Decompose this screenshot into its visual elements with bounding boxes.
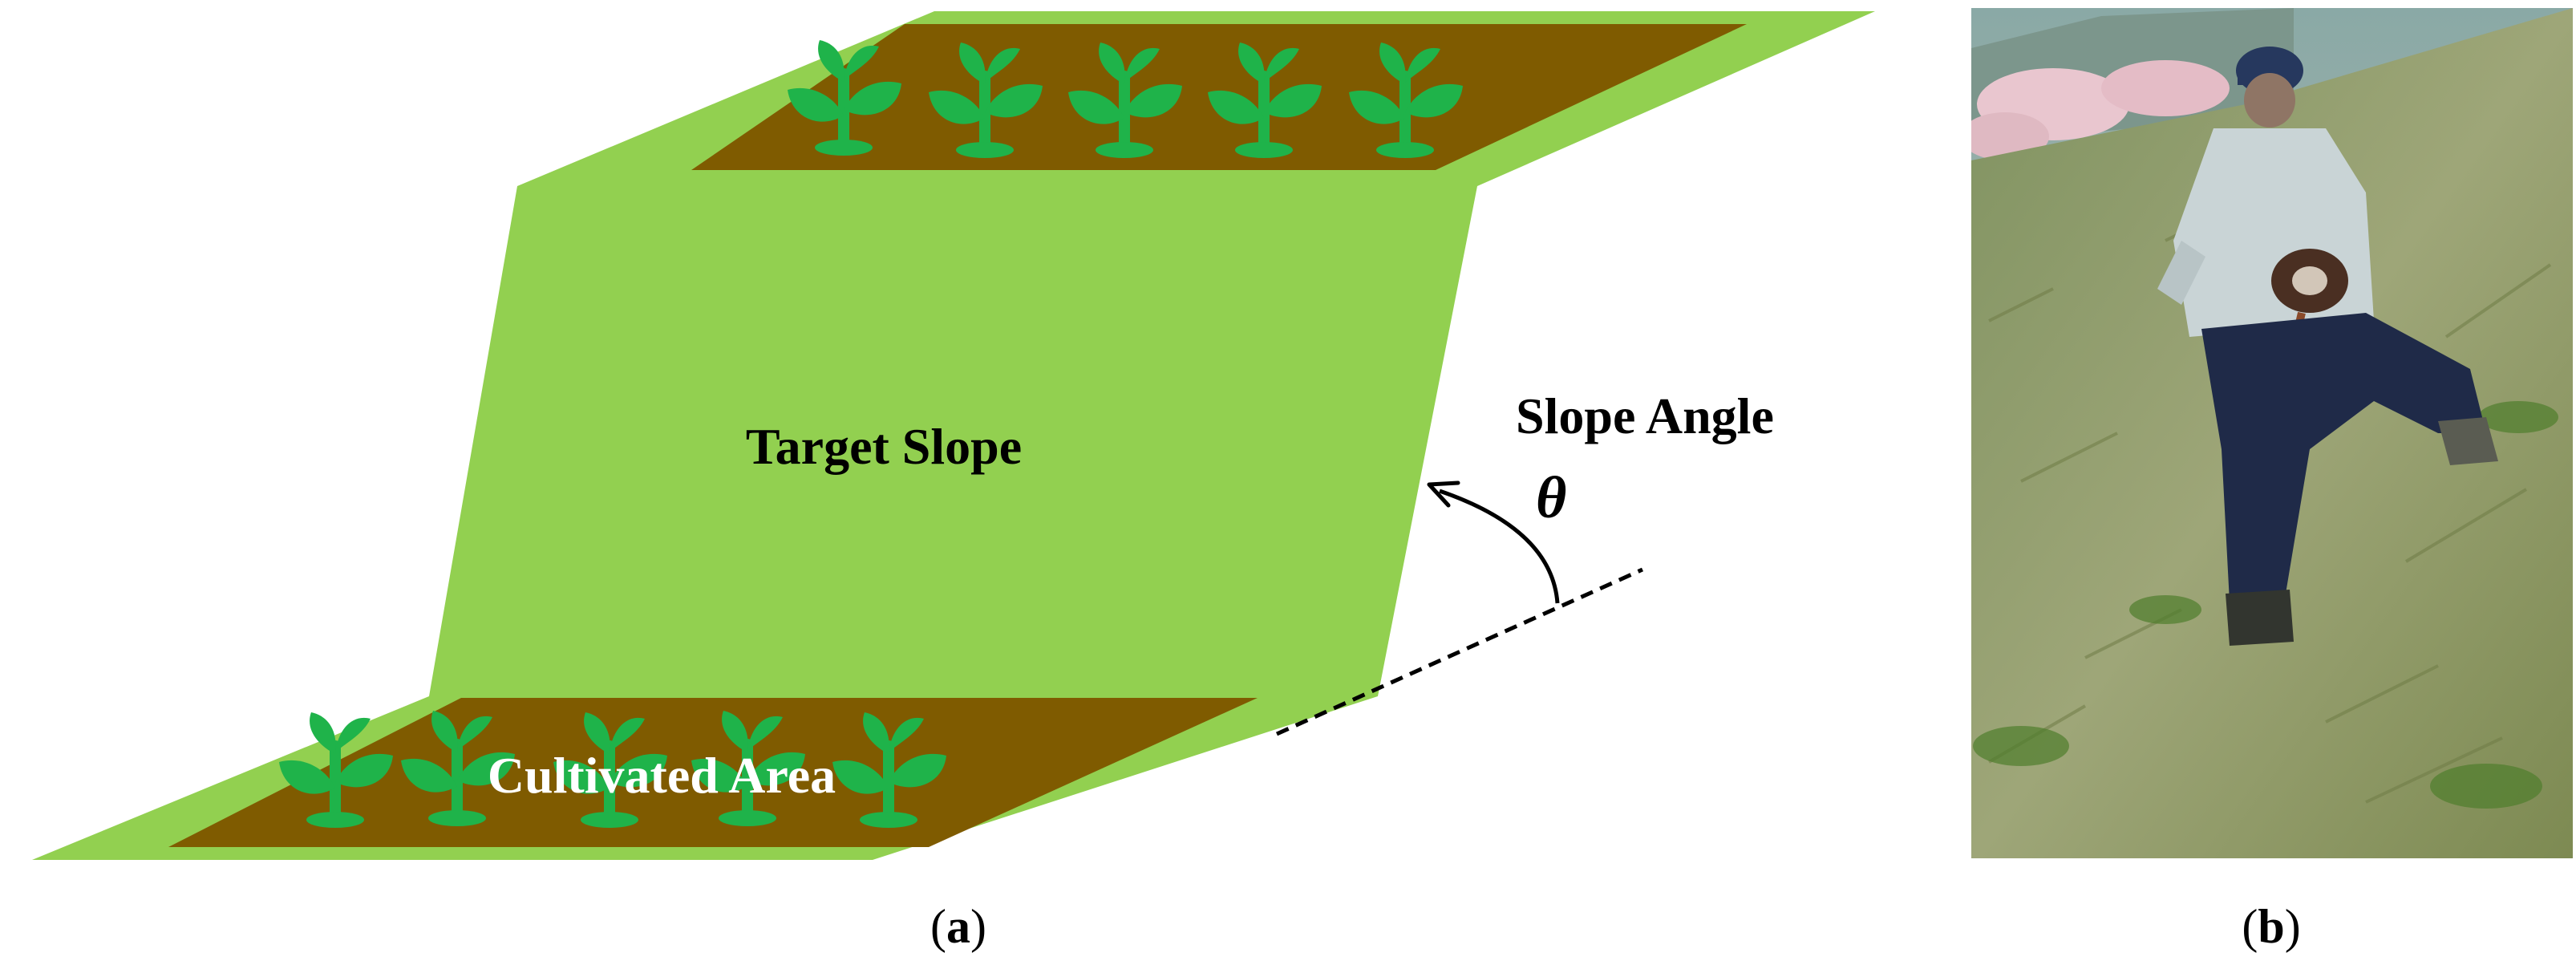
slope-angle-label: Slope Angle <box>1516 387 1774 444</box>
target-slope-face <box>429 186 1477 696</box>
target-slope-label: Target Slope <box>746 418 1022 475</box>
panel-b-photo: (b) <box>1971 8 2573 953</box>
angle-arrowhead <box>1427 480 1460 508</box>
theta-symbol: θ <box>1536 465 1566 531</box>
caption-a: (a) <box>930 900 986 953</box>
panel-a: Target Slope Cultivated Area Slope Angle… <box>32 11 1875 953</box>
person-figure <box>2157 47 2498 646</box>
cultivated-area-label: Cultivated Area <box>488 747 836 804</box>
angle-arc <box>1439 489 1560 604</box>
horizontal-reference-line <box>1275 567 1644 736</box>
caption-b: (b) <box>2242 900 2300 953</box>
